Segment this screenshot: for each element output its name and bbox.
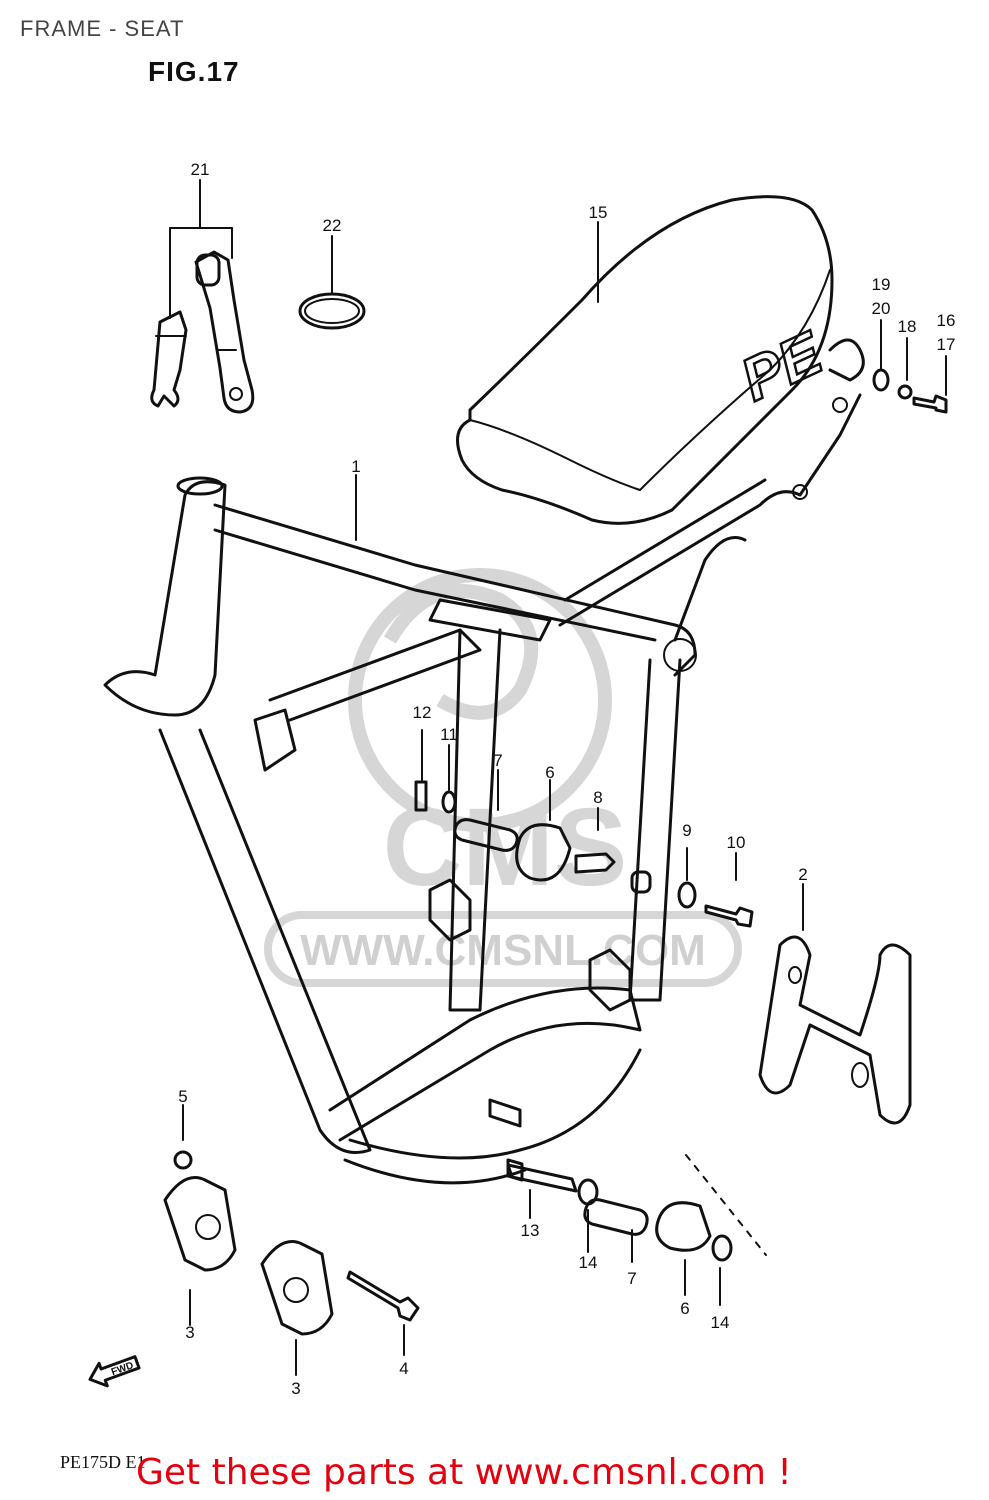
callout-17: 17 [937,335,956,354]
callout-15: 15 [589,203,608,222]
callout-7a: 7 [493,751,502,770]
figure-label: FIG.17 [148,56,240,87]
forward-arrow-icon: FWD [88,1355,141,1388]
engine-mount-hardware-upper [414,729,754,928]
callout-14b: 14 [711,1313,730,1332]
callout-22: 22 [323,216,342,235]
tool-kit [150,179,255,414]
callout-7b: 7 [627,1269,636,1288]
callout-19: 19 [872,275,891,294]
callout-3b: 3 [291,1379,300,1398]
callout-6a: 6 [545,763,554,782]
callout-18: 18 [898,317,917,336]
callout-11: 11 [440,725,458,744]
seat-hardware [872,319,948,414]
callout-14a: 14 [579,1253,598,1272]
callout-8: 8 [593,788,602,807]
callout-13: 13 [521,1221,540,1240]
callout-20: 20 [872,299,891,318]
engine-plates-lower [163,1104,420,1376]
callout-10: 10 [727,833,746,852]
callout-5: 5 [178,1087,187,1106]
callout-12: 12 [413,703,432,722]
watermark: CMS WWW.CMSNL.COM [264,568,742,987]
callout-1: 1 [351,457,360,476]
model-code: PE175D E1 [60,1452,146,1472]
watermark-logo: CMS [383,786,627,909]
callout-21: 21 [191,160,210,179]
callout-6b: 6 [680,1299,689,1318]
callout-labels: 1 2 3 3 4 5 6 6 7 7 8 9 10 11 12 13 14 1… [178,160,955,1398]
callout-4: 4 [399,1359,408,1378]
callout-3a: 3 [185,1323,194,1342]
promo-link[interactable]: Get these parts at www.cmsnl.com ! [136,1452,792,1493]
o-ring [298,235,366,330]
callout-9: 9 [682,821,691,840]
frame [103,393,862,1185]
footrest-bracket [758,883,912,1125]
callout-2: 2 [798,865,807,884]
seat-lettering: PE [731,318,834,413]
engine-mount-hardware-lower [506,1154,767,1306]
watermark-site: WWW.CMSNL.COM [300,926,706,975]
seat: PE [456,195,865,525]
page-title: FRAME - SEAT [20,16,185,41]
callout-16: 16 [937,311,956,330]
